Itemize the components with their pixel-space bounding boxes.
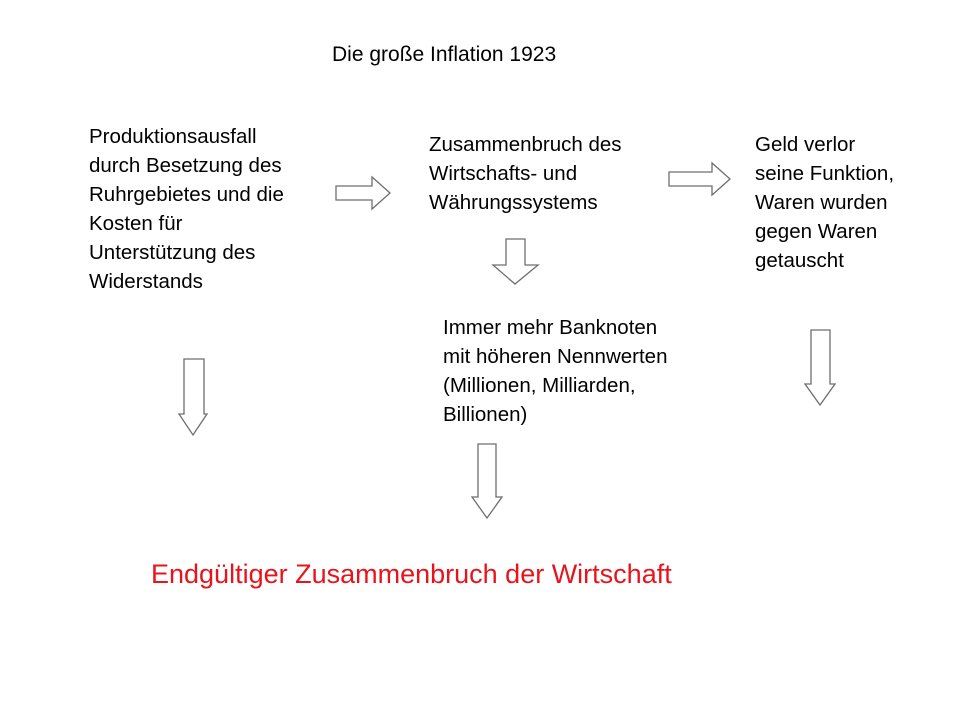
banknotes-box: Immer mehr Banknoten mit höheren Nennwer… [443, 313, 668, 429]
down-arrow-icon [470, 443, 504, 520]
banknotes-line: Billionen) [443, 403, 528, 426]
right-arrow-icon [335, 175, 391, 211]
down-arrow-icon [803, 329, 837, 407]
banknotes-line: (Millionen, Milliarden, [443, 374, 636, 397]
collapse-box: Zusammenbruch des Wirtschafts- und Währu… [429, 130, 622, 217]
cause-line: Widerstands [89, 270, 203, 293]
banknotes-line: mit höheren Nennwerten [443, 345, 668, 368]
money-line: gegen Waren [755, 220, 878, 243]
money-line: getauscht [755, 249, 844, 272]
cause-line: Produktionsausfall [89, 125, 257, 148]
right-arrow-icon [668, 161, 731, 197]
cause-box: Produktionsausfall durch Besetzung des R… [89, 122, 284, 296]
collapse-line: Wirtschafts- und [429, 162, 578, 185]
collapse-line: Zusammenbruch des [429, 133, 622, 156]
banknotes-line: Immer mehr Banknoten [443, 316, 658, 339]
diagram-title: Die große Inflation 1923 [332, 43, 557, 66]
cause-line: durch Besetzung des [89, 154, 282, 177]
down-arrow-icon [491, 238, 540, 285]
conclusion-text: Endgültiger Zusammenbruch der Wirtschaft [151, 559, 672, 589]
money-box: Geld verlor seine Funktion, Waren wurden… [755, 130, 894, 275]
money-line: Geld verlor [755, 133, 856, 156]
down-arrow-icon [177, 358, 209, 437]
cause-line: Unterstützung des [89, 241, 256, 264]
cause-line: Kosten für [89, 212, 183, 235]
collapse-line: Währungssystems [429, 191, 598, 214]
cause-line: Ruhrgebietes und die [89, 183, 284, 206]
money-line: seine Funktion, [755, 162, 895, 185]
money-line: Waren wurden [755, 191, 888, 214]
